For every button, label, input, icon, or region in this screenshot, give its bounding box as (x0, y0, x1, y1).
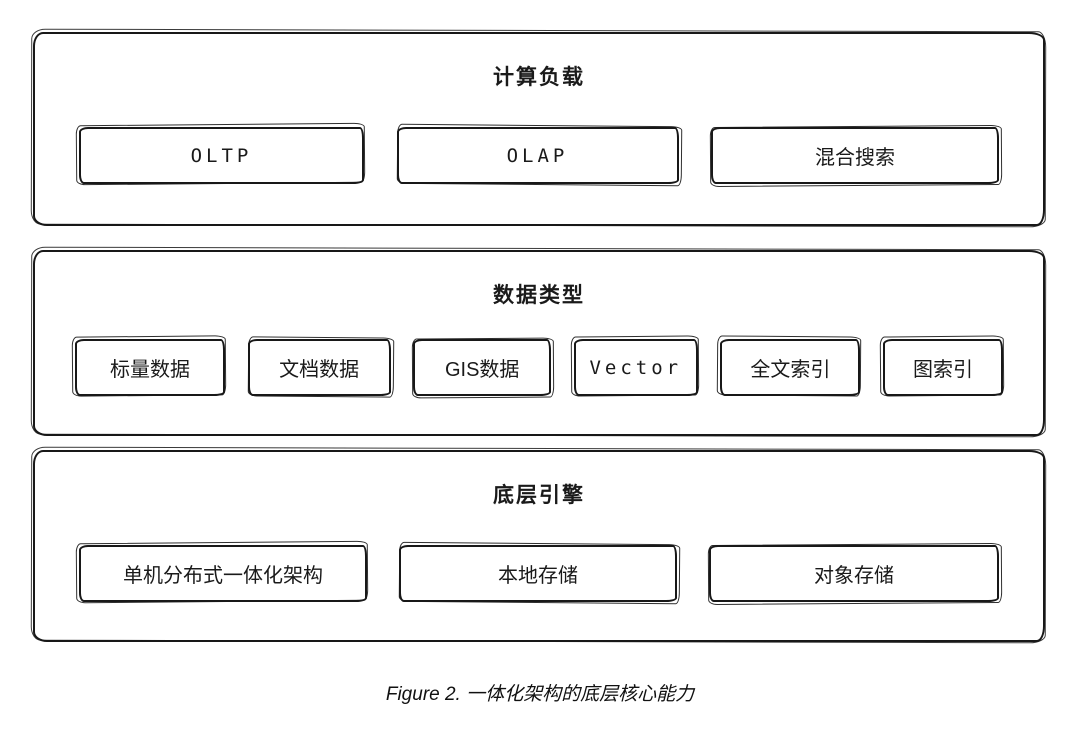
section-engine: 底层引擎 单机分布式一体化架构 本地存储 对象存储 (33, 450, 1045, 642)
compute-load-items: OLTP OLAP 混合搜索 (35, 127, 1043, 184)
section-engine-title: 底层引擎 (493, 484, 585, 507)
engine-items: 单机分布式一体化架构 本地存储 对象存储 (35, 545, 1043, 602)
box-object-storage: 对象存储 (709, 545, 999, 602)
box-oltp: OLTP (79, 127, 364, 184)
box-hybrid-search: 混合搜索 (711, 127, 999, 184)
section-data-types: 数据类型 标量数据 文档数据 GIS数据 Vector 全文索引 图索引 (33, 250, 1045, 436)
box-local-storage: 本地存储 (399, 545, 677, 602)
box-scalar-data: 标量数据 (75, 339, 225, 396)
box-document-data: 文档数据 (247, 339, 391, 396)
box-gis-data: GIS数据 (413, 339, 552, 396)
figure-caption: Figure 2. 一体化架构的底层核心能力 (385, 684, 695, 705)
box-graph-index: 图索引 (882, 339, 1003, 396)
box-vector: Vector (573, 339, 698, 396)
section-compute-load-title: 计算负载 (493, 66, 585, 89)
section-data-types-title: 数据类型 (493, 284, 585, 307)
box-standalone-distributed-arch: 单机分布式一体化架构 (79, 545, 367, 602)
box-fulltext-index: 全文索引 (720, 339, 861, 396)
section-compute-load: 计算负载 OLTP OLAP 混合搜索 (33, 32, 1045, 226)
data-types-items: 标量数据 文档数据 GIS数据 Vector 全文索引 图索引 (35, 339, 1043, 396)
box-olap: OLAP (396, 127, 679, 184)
